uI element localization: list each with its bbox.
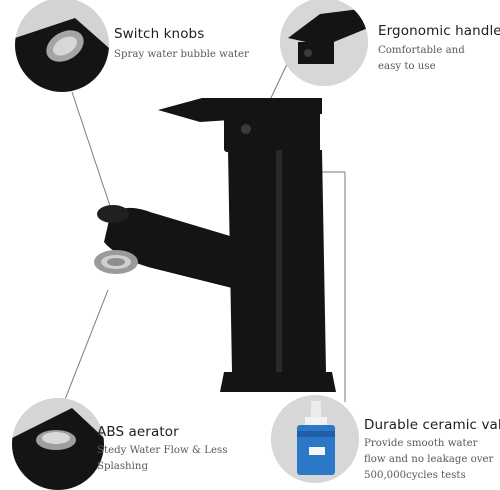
callout-title: Switch knobs [114,26,205,42]
abs-aerator-callout: ABS aerator Stedy Water Flow & Less Spla… [97,424,227,475]
faucet-base [220,372,336,392]
callout-desc-line: 500,000cycles tests [364,470,466,481]
ceramic-valve-callout: Durable ceramic valve Provide smooth wat… [364,417,500,484]
callout-desc-line: flow and no leakage over [364,454,494,465]
faucet-body [97,98,336,392]
switch-knobs-callout: Switch knobs Spray water bubble water [114,26,249,63]
callout-desc-line: Splashing [97,461,148,472]
handle-block [224,106,320,152]
ergonomic-handle-callout: Ergonomic handle Comfortable and easy to… [378,23,500,75]
callout-title: Ergonomic handle [378,23,500,39]
ergonomic-handle-detail-icon [280,0,368,86]
abs-aerator-detail-icon [12,398,104,490]
callout-title: ABS aerator [97,424,179,440]
leader-line-handle [269,61,289,101]
leader-line-aerator [63,289,109,403]
callout-desc-line: Provide smooth water [364,438,478,449]
ceramic-valve-detail-icon [271,395,359,483]
callout-desc-line: easy to use [378,61,436,72]
leader-line-switch [71,91,113,213]
callout-title: Durable ceramic valve [364,417,500,433]
callout-desc-line: Comfortable and [378,45,465,56]
callout-desc-line: Spray water bubble water [114,49,249,60]
spout-aerator [94,250,138,274]
spout [104,207,272,292]
switch-knobs-detail-icon [15,0,109,92]
callout-desc-line: Stedy Water Flow & Less [97,445,228,456]
